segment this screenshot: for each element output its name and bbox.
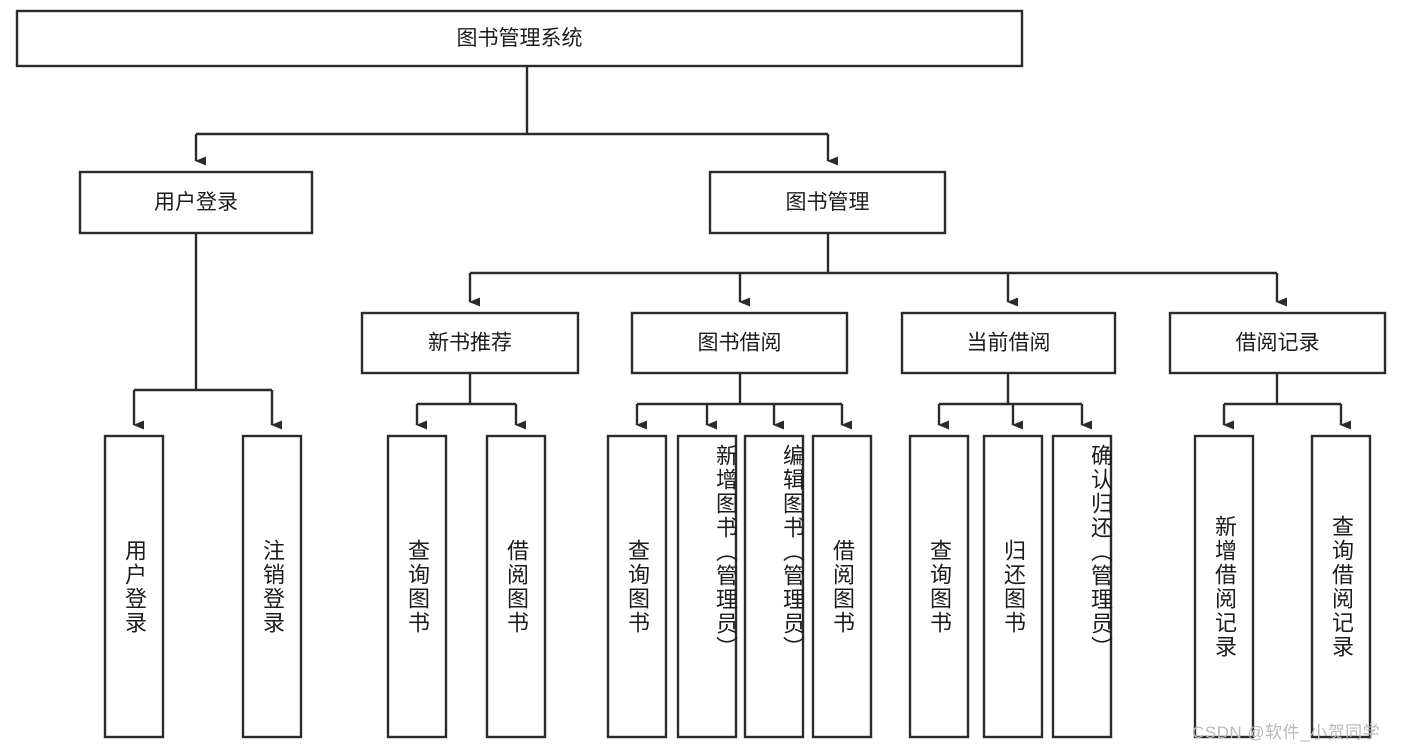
node-box-leaf-return-book[interactable] xyxy=(982,434,1044,739)
node-box-leaf-borrow-book-rec[interactable] xyxy=(485,434,547,739)
node-box-current-borrow[interactable] xyxy=(900,311,1117,375)
node-box-leaf-query-book-borrow[interactable] xyxy=(606,434,668,739)
node-label-book-manage: 图书管理 xyxy=(786,191,870,214)
connector-group-record_to_leaves xyxy=(1222,373,1351,430)
node-label-root: 图书管理系统 xyxy=(457,27,583,50)
node-box-new-book-recommend[interactable] xyxy=(360,311,580,375)
node-box-leaf-query-record[interactable] xyxy=(1310,434,1372,739)
node-box-user-login[interactable] xyxy=(78,170,314,235)
node-box-borrow-record[interactable] xyxy=(1168,311,1387,375)
node-box-leaf-query-book-cur[interactable] xyxy=(908,434,970,739)
node-book-borrow[interactable]: 图书借阅 xyxy=(630,311,849,375)
node-book-manage[interactable]: 图书管理 xyxy=(708,170,947,235)
connector-group-bookborrow_to_leaves xyxy=(635,373,852,430)
connector-group-level2_userlogin_to_leaves xyxy=(132,233,282,430)
connector-group-newbook_to_leaves xyxy=(415,373,526,430)
node-box-leaf-confirm-return[interactable] xyxy=(1051,434,1113,739)
connector-group-root_to_level2 xyxy=(194,66,838,166)
node-label-current-borrow: 当前借阅 xyxy=(967,332,1051,355)
node-box-leaf-add-book-admin[interactable] xyxy=(676,434,738,739)
node-box-leaf-logout[interactable] xyxy=(241,434,303,739)
node-box-leaf-edit-book-admin[interactable] xyxy=(743,434,805,739)
node-new-book-recommend[interactable]: 新书推荐 xyxy=(360,311,580,375)
connector-group-level2_bookmanage_to_level3 xyxy=(468,233,1287,307)
node-label-user-login: 用户登录 xyxy=(154,191,238,214)
connector-group-curborrow_to_leaves xyxy=(937,373,1092,430)
node-box-leaf-user-login[interactable] xyxy=(103,434,165,739)
node-box-leaf-add-record[interactable] xyxy=(1193,434,1255,739)
node-borrow-record[interactable]: 借阅记录 xyxy=(1168,311,1387,375)
node-current-borrow[interactable]: 当前借阅 xyxy=(900,311,1117,375)
node-box-leaf-query-book-rec[interactable] xyxy=(386,434,448,739)
node-box-book-manage[interactable] xyxy=(708,170,947,235)
node-label-book-borrow: 图书借阅 xyxy=(698,332,782,355)
node-user-login[interactable]: 用户登录 xyxy=(78,170,314,235)
connector-lines xyxy=(132,66,1351,430)
node-root[interactable]: 图书管理系统 xyxy=(15,9,1024,68)
node-box-root[interactable] xyxy=(15,9,1024,68)
node-label-borrow-record: 借阅记录 xyxy=(1236,332,1320,355)
csdn-watermark: CSDN @软件_小贺同学 xyxy=(1192,723,1381,742)
node-box-book-borrow[interactable] xyxy=(630,311,849,375)
node-label-new-book-recommend: 新书推荐 xyxy=(428,332,512,355)
node-box-leaf-borrow-book[interactable] xyxy=(811,434,873,739)
